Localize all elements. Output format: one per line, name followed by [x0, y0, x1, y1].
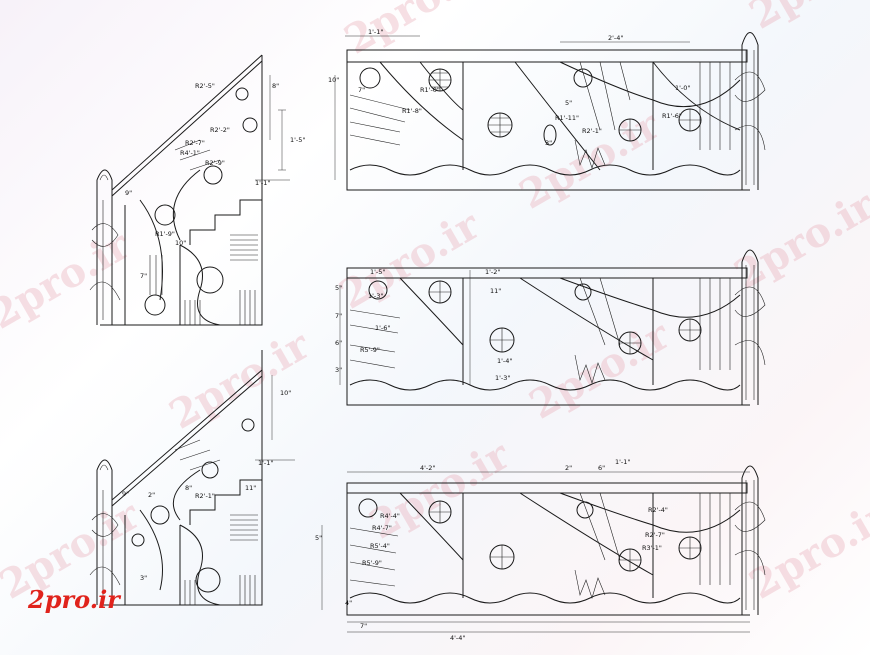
dim-label: R2'-7"	[645, 531, 665, 539]
site-logo[interactable]: 2pro.ir	[28, 585, 120, 614]
dim-label: 5"	[565, 99, 572, 107]
dim-label: 10"	[328, 76, 339, 84]
dim-label: R5'-9"	[362, 559, 382, 567]
dim-label: 6"	[598, 464, 605, 472]
railing-panel-b: 1'-5" 1'-3" 1'-6" 1'-2" 11" 1'-4" 1'-3" …	[335, 249, 766, 406]
dim-label: 4'-4"	[450, 634, 465, 642]
dim-label: 7"	[140, 272, 147, 280]
dim-label: 3"	[140, 574, 147, 582]
dim-label: 4'-2"	[420, 464, 435, 472]
stair-elevation-bottom: 1'-1" 10" 11" 9" 2" 8" R2'-1" 3"	[89, 350, 295, 606]
dim-label: R2'-1"	[195, 492, 215, 500]
dim-label: R4'-1"	[180, 149, 200, 157]
railing-panel-c: 4'-2" 2" 6" 1'-1" R4'-4" R4'-7" R5'-4" R…	[315, 458, 766, 642]
dim-label: R1'-11"	[555, 114, 579, 122]
dim-label: 1'-3"	[368, 292, 383, 300]
dim-label: 2'-4"	[608, 34, 623, 42]
dim-label: 5"	[335, 284, 342, 292]
dim-label: 1'-4"	[497, 357, 512, 365]
dim-label: R1'-9"	[155, 230, 175, 238]
dim-label: 1'-3"	[495, 374, 510, 382]
dim-label: 7"	[335, 312, 342, 320]
dim-label: 1'-5"	[290, 136, 305, 144]
watermark: 2pro.ir	[337, 0, 494, 64]
dim-label: 1'-2"	[485, 268, 500, 276]
stair-elevation-top: R2'-5" R2'-7" R4'-1" R2'-9" R1'-9" R2'-2…	[89, 54, 305, 326]
dim-label: 1'-1"	[368, 28, 383, 36]
dim-label: R1'-0"	[420, 86, 440, 94]
dim-label: R5'-9"	[360, 346, 380, 354]
dim-label: R5'-4"	[370, 542, 390, 550]
dim-label: R2'-9"	[205, 159, 225, 167]
dim-label: R4'-4"	[380, 512, 400, 520]
watermark: 2pro.ir	[742, 0, 870, 39]
dim-label: R1'-6"	[662, 112, 682, 120]
dim-label: R2'-7"	[185, 139, 205, 147]
railing-panel-a: 1'-1" 2'-4" R1'-8" R1'-0" R1'-11" R2'-1"…	[328, 28, 766, 191]
dim-label: 2"	[565, 464, 572, 472]
dim-label: 10"	[175, 239, 186, 247]
dim-label: R2'-2"	[210, 126, 230, 134]
dim-label: 5"	[315, 534, 322, 542]
dim-label: R2'-5"	[195, 82, 215, 90]
dim-label: 6"	[335, 339, 342, 347]
watermark: 2pro.ir	[0, 221, 138, 339]
watermark: 2pro.ir	[742, 491, 870, 609]
watermark: 2pro.ir	[727, 181, 870, 299]
dim-label: 7"	[360, 622, 367, 630]
dim-label: R3'-1"	[642, 544, 662, 552]
dim-label: 1'-5"	[370, 268, 385, 276]
dim-label: R4'-7"	[372, 524, 392, 532]
dim-label: 4"	[345, 599, 352, 607]
dim-label: 1'-0"	[675, 84, 690, 92]
dim-label: 7"	[358, 86, 365, 94]
dim-label: R2'-4"	[648, 506, 668, 514]
dim-label: 8"	[272, 82, 279, 90]
dim-label: 9"	[125, 189, 132, 197]
dim-label: 10"	[280, 389, 291, 397]
dim-label: 11"	[490, 287, 501, 295]
dim-label: 9"	[122, 490, 129, 498]
dim-label: 1'-1"	[255, 179, 270, 187]
dim-label: 1'-1"	[615, 458, 630, 466]
watermark: 2pro.ir	[332, 201, 489, 319]
watermark: 2pro.ir	[162, 321, 319, 439]
dim-label: 1'-1"	[258, 459, 273, 467]
dim-label: 2"	[148, 491, 155, 499]
dim-label: 11"	[245, 484, 256, 492]
dim-label: 3"	[335, 366, 342, 374]
watermark: 2pro.ir	[512, 101, 669, 219]
dim-label: 1'-6"	[375, 324, 390, 332]
dim-label: 8"	[185, 484, 192, 492]
dim-label: R1'-8"	[402, 107, 422, 115]
dim-label: R2'-1"	[582, 127, 602, 135]
dim-label: 3"	[545, 139, 552, 147]
